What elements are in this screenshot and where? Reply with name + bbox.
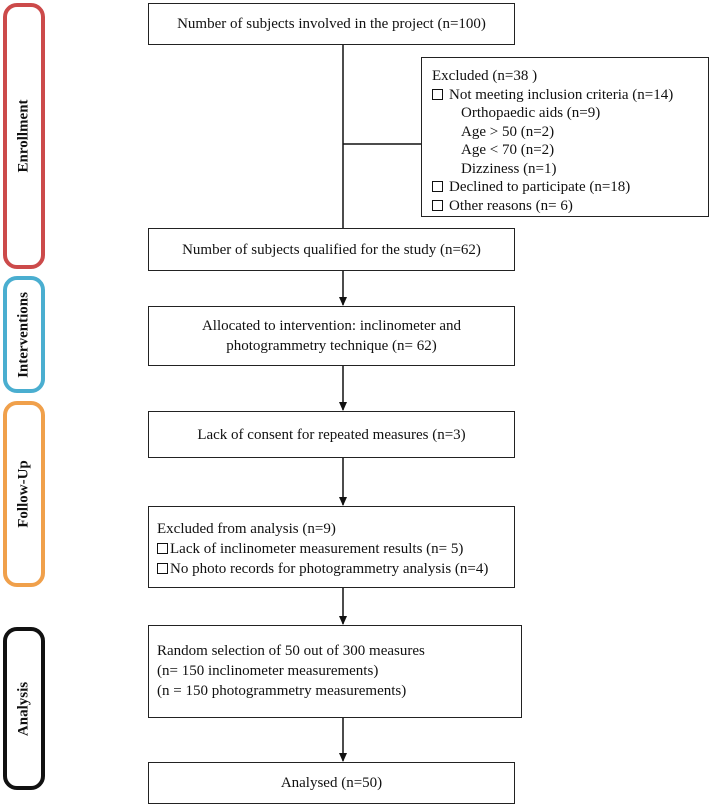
phase-label-enrollment: Enrollment — [15, 99, 32, 173]
box-random-selection: Random selection of 50 out of 300 measur… — [148, 625, 522, 718]
box-analysed: Analysed (n=50) — [148, 762, 515, 804]
box-lack-consent: Lack of consent for repeated measures (n… — [148, 411, 515, 458]
checkbox-icon — [432, 181, 443, 192]
checkbox-icon — [432, 88, 443, 100]
checkbox-icon — [157, 543, 168, 554]
random-selection-line-1: Random selection of 50 out of 300 measur… — [157, 643, 425, 659]
excluded-analysis-title: Excluded from analysis (n=9) — [157, 521, 336, 537]
phase-label-follow-up: Follow-Up — [15, 460, 32, 528]
random-selection-line-2: (n= 150 inclinometer measurements) — [157, 663, 379, 679]
excluded-sub-age-over: Age > 50 (n=2) — [461, 123, 555, 140]
phase-enrollment: Enrollment — [3, 3, 45, 269]
excluded-sub-dizziness: Dizziness (n=1) — [461, 160, 557, 177]
excluded-analysis-item-2: No photo records for photogrammetry anal… — [157, 559, 514, 579]
phase-interventions: Interventions — [3, 276, 45, 393]
excluded-title: Excluded (n=38 ) — [432, 68, 538, 84]
box-allocated: Allocated to intervention: inclinometer … — [148, 306, 515, 366]
box-subjects-involved: Number of subjects involved in the proje… — [148, 3, 515, 45]
random-selection-line-3: (n = 150 photogrammetry measurements) — [157, 683, 407, 699]
box-qualified: Number of subjects qualified for the stu… — [148, 228, 515, 271]
box-excluded: Excluded (n=38 ) Not meeting inclusion c… — [421, 57, 709, 217]
allocated-line-2: photogrammetry technique (n= 62) — [226, 338, 437, 354]
subjects-involved-text: Number of subjects involved in the proje… — [177, 16, 486, 32]
phase-label-interventions: Interventions — [15, 291, 32, 378]
phase-analysis: Analysis — [3, 627, 45, 790]
phase-label-analysis: Analysis — [15, 681, 32, 736]
excluded-sub-orthopaedic: Orthopaedic aids (n=9) — [461, 105, 601, 121]
excluded-item-not-meeting: Not meeting inclusion criteria (n=14) — [432, 86, 708, 105]
checkbox-icon — [157, 563, 168, 574]
excluded-sub-age-under: Age < 70 (n=2) — [461, 142, 555, 158]
excluded-analysis-item-1: Lack of inclinometer measurement results… — [157, 539, 514, 559]
box-excluded-analysis: Excluded from analysis (n=9) Lack of inc… — [148, 506, 515, 588]
checkbox-icon — [432, 199, 443, 211]
excluded-item-other: Other reasons (n= 6) — [432, 197, 708, 216]
qualified-text: Number of subjects qualified for the stu… — [182, 241, 481, 258]
lack-consent-text: Lack of consent for repeated measures (n… — [197, 426, 466, 443]
excluded-item-declined: Declined to participate (n=18) — [432, 178, 708, 197]
allocated-line-1: Allocated to intervention: inclinometer … — [201, 318, 462, 334]
phase-follow-up: Follow-Up — [3, 401, 45, 587]
analysed-text: Analysed (n=50) — [280, 775, 383, 791]
